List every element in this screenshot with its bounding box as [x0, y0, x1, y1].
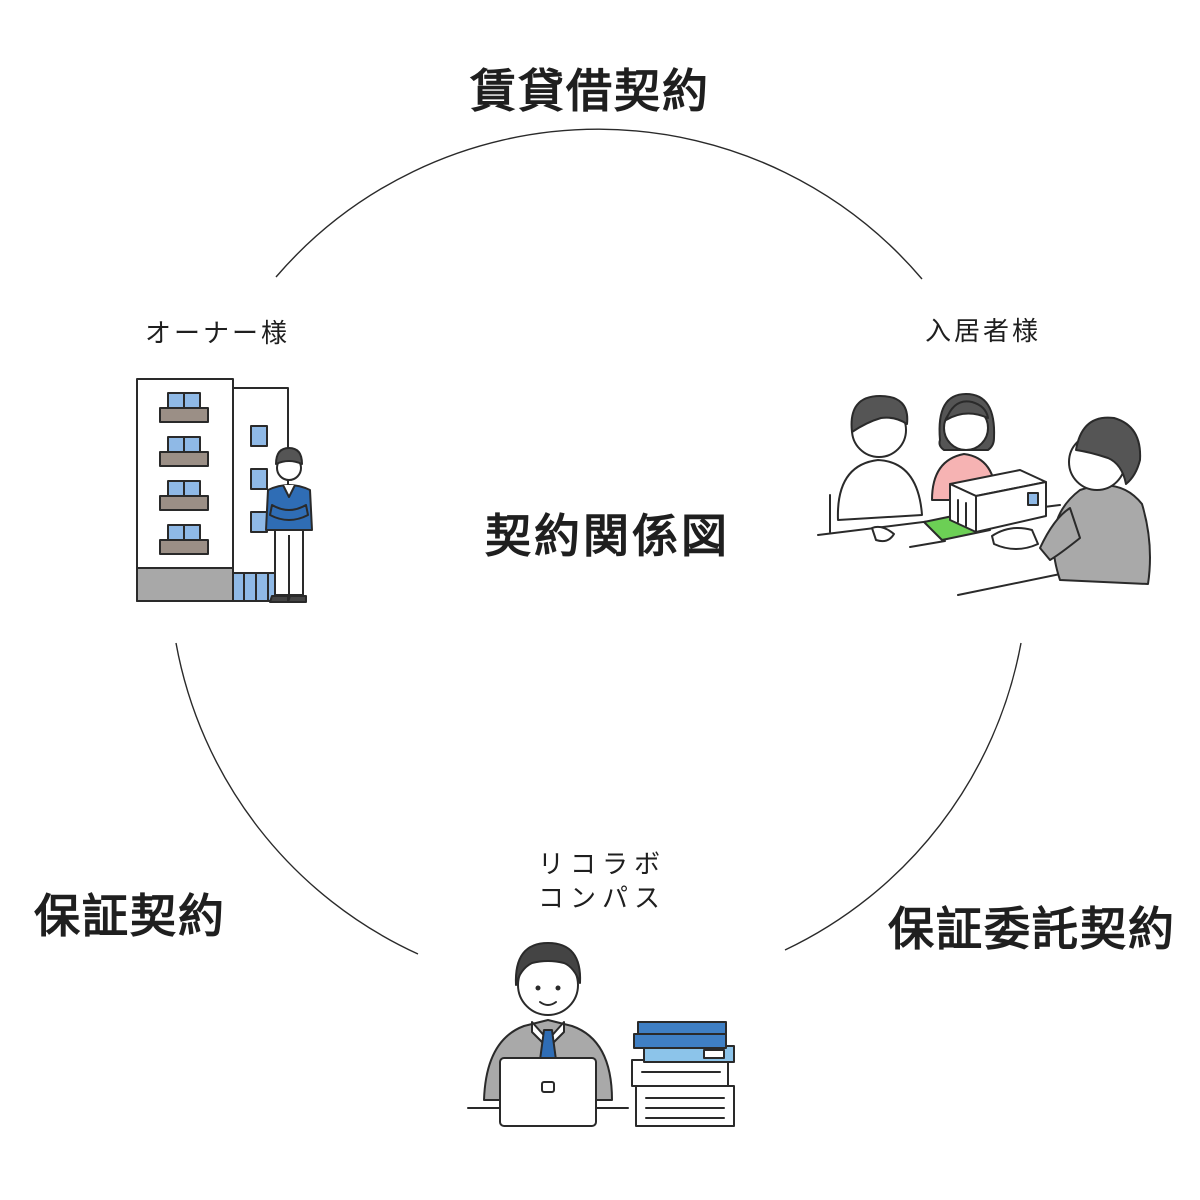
- real-estate-agent: [991, 416, 1151, 585]
- arc-guarantee-consignment: [784, 642, 1022, 951]
- arc-lease: [275, 128, 923, 280]
- guarantee-consignment-contract-label: 保証委託契約: [888, 902, 1176, 956]
- laptop-icon: [499, 1057, 597, 1127]
- tenant-label: 入居者様: [925, 317, 1042, 347]
- guarantor-label-line1: リコラボ: [538, 850, 667, 880]
- guarantor-label: リコラボ コンパス: [538, 848, 666, 916]
- arc-guarantee: [175, 642, 419, 955]
- balcony-row-3: [159, 480, 209, 511]
- owner-label: オーナー様: [145, 319, 291, 349]
- balcony-row-1: [159, 392, 209, 423]
- book-stack-icon: [631, 1021, 735, 1127]
- tenant-woman: [931, 393, 997, 501]
- owner-person: [265, 447, 313, 603]
- diagram-title: 契約関係図: [485, 509, 730, 563]
- model-house: [923, 469, 1047, 541]
- guarantor-label-line2: コンパス: [538, 884, 667, 914]
- balcony-row-4: [159, 524, 209, 555]
- lease-contract-label: 賃貸借契約: [470, 64, 710, 118]
- tenant-man: [829, 395, 923, 543]
- guarantee-contract-label: 保証契約: [34, 889, 226, 943]
- balcony-row-2: [159, 436, 209, 467]
